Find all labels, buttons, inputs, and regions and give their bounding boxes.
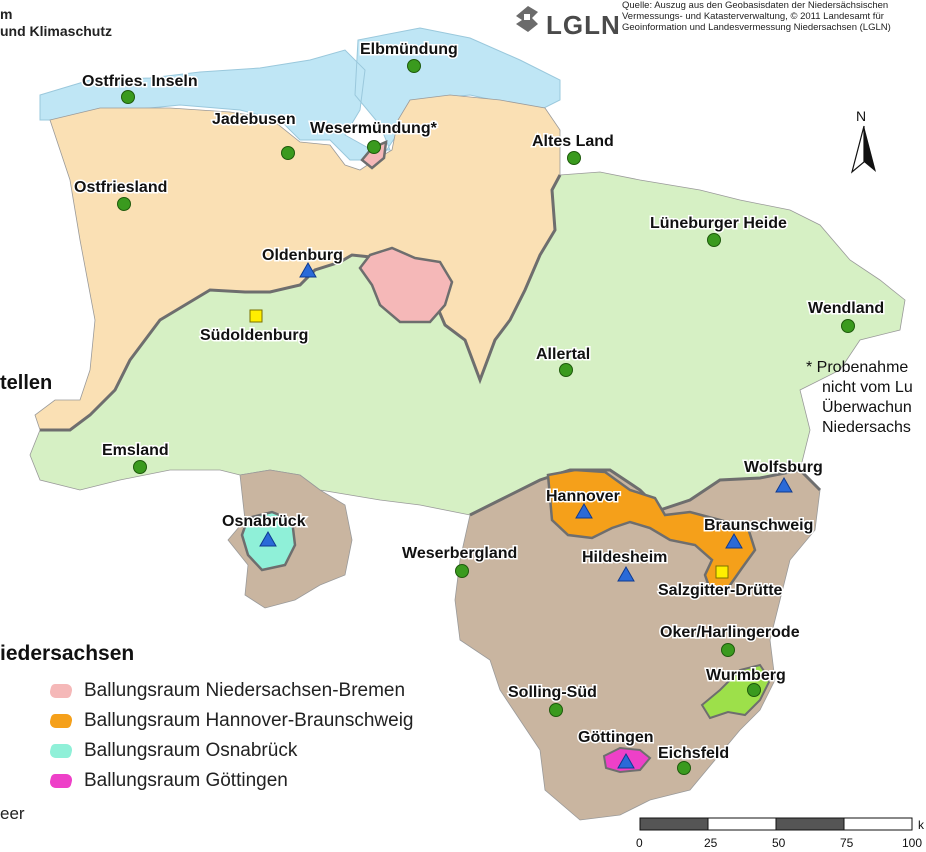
source-line-3: Geoinformation und Landesvermessung Nied…	[622, 22, 891, 33]
legend-item: Ballungsraum Niedersachsen-Bremen	[48, 680, 406, 702]
station-circle-icon	[407, 59, 421, 73]
station-triangle-icon	[617, 752, 635, 769]
station-circle-icon	[367, 140, 381, 154]
station-triangle-icon	[575, 502, 593, 519]
legend-fragment: eer	[0, 804, 25, 823]
note-line-4: Niedersachs	[822, 419, 911, 436]
legend-swatch-icon	[48, 744, 74, 758]
station-circle-icon	[707, 233, 721, 247]
legend-swatch-icon	[48, 684, 74, 698]
scale-tick-label: 25	[704, 836, 718, 850]
station-label: Südoldenburg	[200, 327, 308, 344]
station-label: Weserbergland	[402, 545, 517, 562]
note-line-2: nicht vom Lu	[822, 379, 913, 396]
north-sea-water	[39, 27, 561, 161]
station-circle-icon	[721, 643, 735, 657]
lgln-logo-text: LGLN	[546, 10, 621, 40]
station-triangle-icon	[725, 532, 743, 549]
legend-label: Ballungsraum Hannover-Braunschweig	[84, 710, 414, 731]
sampling-note: * Probenahme nicht vom Lu Überwachun Nie…	[806, 358, 913, 438]
org-line-2: und Klimaschutz	[0, 23, 113, 39]
station-square-icon	[715, 565, 729, 579]
station-triangle-icon	[775, 476, 793, 493]
station-label: Osnabrück	[222, 513, 306, 530]
legend-item: Ballungsraum Osnabrück	[48, 740, 298, 762]
lgln-logo-icon	[516, 6, 538, 32]
station-circle-icon	[117, 197, 131, 211]
area-hannover-braunschweig	[546, 468, 757, 597]
station-label: Wolfsburg	[744, 459, 823, 476]
legend-title: iedersachsen	[0, 642, 135, 665]
station-label: Elbmündung	[360, 41, 458, 58]
station-square-icon	[249, 309, 263, 323]
station-circle-icon	[121, 90, 135, 104]
legend-label: Ballungsraum Göttingen	[84, 770, 288, 791]
station-label: Wendland	[808, 300, 884, 317]
organization-label: m und Klimaschutz	[0, 6, 112, 40]
scale-tick-label: 75	[840, 836, 854, 850]
station-label: Salzgitter-Drütte	[658, 582, 783, 599]
north-label: N	[856, 108, 867, 124]
station-label: Eichsfeld	[658, 745, 729, 762]
stations-layer: Ostfries. Inseln ElbmündungJadebusenWeser…	[73, 40, 886, 775]
station-circle-icon	[841, 319, 855, 333]
scale-tick-label: 0	[636, 836, 643, 850]
station-label: Jadebusen	[212, 111, 296, 128]
station-circle-icon	[455, 564, 469, 578]
section-title: tellen	[0, 372, 53, 394]
station-circle-icon	[567, 151, 581, 165]
scale-bar	[639, 817, 913, 831]
station-label: Solling-Süd	[508, 684, 597, 701]
north-arrow-icon	[850, 125, 876, 174]
station-label: Wesermündung*	[310, 120, 438, 137]
station-label: Hildesheim	[582, 549, 667, 566]
station-label: Oker/Harlingerode	[660, 624, 800, 641]
source-line-1: Quelle: Auszug aus den Geobasisdaten der…	[622, 0, 889, 11]
legend-item: Ballungsraum Hannover-Braunschweig	[48, 710, 414, 732]
source-line-2: Vermessungs- und Katasterverwaltung, © 2…	[622, 11, 884, 22]
scale-tick-label: 100	[902, 836, 923, 850]
station-label: Lüneburger Heide	[650, 215, 787, 232]
station-label: Ostfriesland	[74, 179, 167, 196]
legend-swatch-icon	[48, 774, 74, 788]
legend-item: Ballungsraum Göttingen	[48, 770, 288, 792]
station-circle-icon	[747, 683, 761, 697]
note-line-1: * Probenahme	[806, 359, 909, 376]
station-label: Allertal	[536, 346, 590, 363]
legend-swatch-icon	[48, 714, 74, 728]
station-label: Emsland	[102, 442, 169, 459]
org-line-1: m	[0, 6, 13, 22]
legend-label: Ballungsraum Niedersachsen-Bremen	[84, 680, 406, 701]
station-triangle-icon	[617, 565, 635, 582]
station-label: Oldenburg	[262, 247, 343, 264]
station-label: Altes Land	[532, 133, 614, 150]
note-line-3: Überwachun	[822, 399, 912, 416]
station-triangle-icon	[299, 261, 317, 278]
legend-label: Ballungsraum Osnabrück	[84, 740, 298, 761]
station-circle-icon	[549, 703, 563, 717]
station-label: Göttingen	[578, 729, 654, 746]
station-label: Wurmberg	[706, 667, 786, 684]
station-circle-icon	[281, 146, 295, 160]
station-circle-icon	[133, 460, 147, 474]
station-label: Hannover	[546, 488, 620, 505]
scale-unit: k	[918, 818, 924, 832]
station-label: Braunschweig	[704, 517, 813, 534]
source-note: Quelle: Auszug aus den Geobasisdaten der…	[622, 0, 891, 33]
station-circle-icon	[677, 761, 691, 775]
station-label: Ostfries. Inseln	[82, 73, 198, 90]
zone-border	[40, 174, 562, 432]
area-harz	[700, 663, 772, 720]
station-triangle-icon	[259, 530, 277, 547]
scale-tick-label: 50	[772, 836, 786, 850]
area-bremen	[358, 246, 454, 324]
station-circle-icon	[559, 363, 573, 377]
